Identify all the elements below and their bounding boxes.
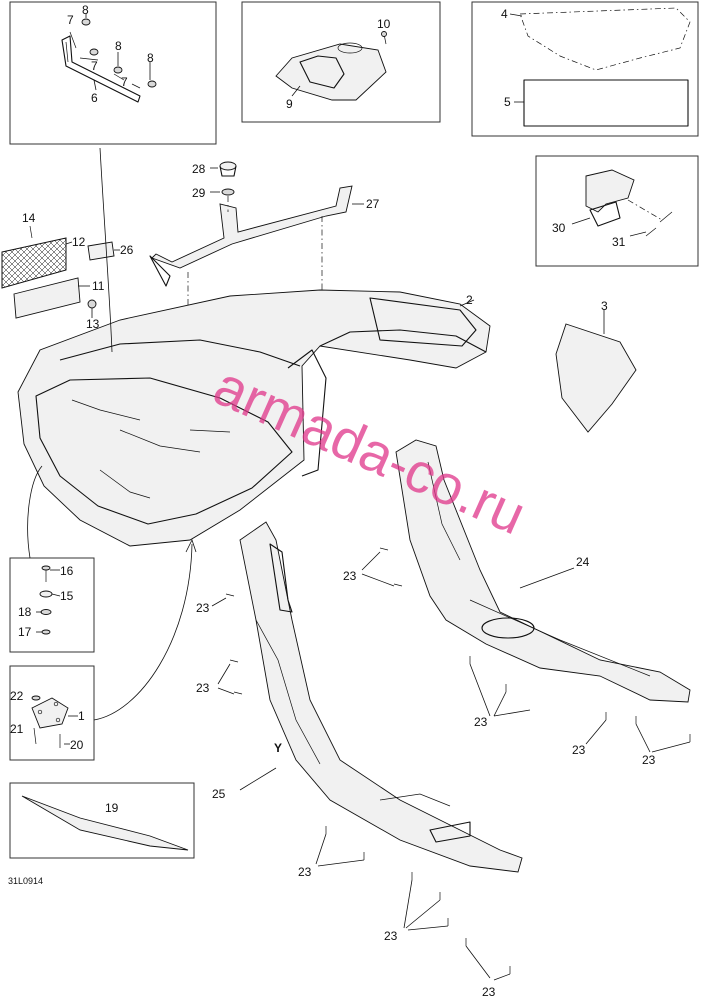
- callout-25: 25: [212, 787, 226, 801]
- callout-21: 21: [10, 722, 24, 736]
- leader-bolt-body: [27, 465, 43, 559]
- plate-assembly: [31, 695, 78, 748]
- callout-27: 27: [366, 197, 380, 211]
- detail-box-rail: [9, 1, 217, 145]
- callout-10: 10: [377, 17, 391, 31]
- callout-1: 1: [78, 709, 85, 723]
- grille-part-12: [1, 237, 67, 289]
- nut-part-8: [81, 14, 157, 88]
- fastener-part-13: [87, 299, 97, 309]
- decal-part-5: [523, 79, 689, 127]
- callout-29: 29: [192, 186, 206, 200]
- arrow-to-plate: [93, 543, 193, 721]
- stripe-decal-part-19: [21, 795, 189, 851]
- callout-30: 30: [552, 221, 566, 235]
- detail-box-cover: [241, 1, 441, 123]
- callout-12: 12: [72, 235, 86, 249]
- callout-9: 9: [286, 97, 293, 111]
- callout-23i: 23: [482, 985, 496, 999]
- cover-part-9: [275, 42, 387, 101]
- callout-19: 19: [105, 801, 119, 815]
- rail-part-6: [61, 35, 141, 103]
- callout-7c: 7: [121, 75, 128, 89]
- callout-3: 3: [601, 299, 608, 313]
- side-panel-part-3: [555, 323, 637, 433]
- callout-31: 31: [612, 235, 626, 249]
- support-bar-part-27: [149, 185, 364, 287]
- callout-23f: 23: [642, 753, 656, 767]
- leader-rail-body: [99, 147, 113, 353]
- callout-23b: 23: [196, 601, 210, 615]
- callout-8a: 8: [82, 3, 89, 17]
- callout-23h: 23: [384, 929, 398, 943]
- callout-24: 24: [576, 555, 590, 569]
- callout-17: 17: [18, 625, 32, 639]
- screw-part-31: [627, 199, 673, 237]
- screws-part-23: [211, 547, 691, 981]
- drawing-code: 31L0914: [8, 876, 43, 886]
- callout-8c: 8: [147, 51, 154, 65]
- bumper-part-28: [210, 161, 237, 177]
- svg-text:Y: Y: [274, 741, 282, 755]
- main-body-part-2: [17, 289, 491, 547]
- callout-28: 28: [192, 162, 206, 176]
- screw-part-7: [69, 31, 141, 89]
- hull-panel-part-24: [395, 439, 691, 703]
- callout-13: 13: [86, 317, 100, 331]
- callout-7b: 7: [91, 59, 98, 73]
- callout-23c: 23: [196, 681, 210, 695]
- callout-23g: 23: [298, 865, 312, 879]
- callout-2: 2: [466, 293, 473, 307]
- callout-18: 18: [18, 605, 32, 619]
- callout-5: 5: [504, 95, 511, 109]
- bracket-part-30: [571, 169, 635, 227]
- callout-8b: 8: [115, 39, 122, 53]
- callout-22: 22: [10, 689, 24, 703]
- plug-part-26: [87, 241, 115, 261]
- callout-23d: 23: [474, 715, 488, 729]
- decal-part-4: [519, 7, 691, 71]
- screw-part-10: [381, 31, 387, 45]
- detail-box-bracket: [535, 155, 699, 267]
- callout-14: 14: [22, 211, 36, 225]
- detail-box-decals: [471, 1, 699, 137]
- callout-16: 16: [60, 564, 74, 578]
- detail-box-plate: [9, 665, 95, 761]
- callout-23a: 23: [343, 569, 357, 583]
- bolt-assembly: [36, 565, 61, 635]
- callout-6: 6: [91, 91, 98, 105]
- hull-panel-part-25: Y: [239, 521, 523, 873]
- callout-4: 4: [501, 7, 508, 21]
- callout-23e: 23: [572, 743, 586, 757]
- callout-11: 11: [92, 279, 105, 293]
- callout-15: 15: [60, 589, 74, 603]
- panel-part-11: [13, 277, 81, 319]
- callout-20: 20: [70, 738, 84, 752]
- callout-26: 26: [120, 243, 134, 257]
- detail-box-bolt: [9, 557, 95, 653]
- callout-7a: 7: [67, 13, 74, 27]
- washer-part-29: [210, 188, 235, 196]
- detail-box-stripe: [9, 782, 195, 859]
